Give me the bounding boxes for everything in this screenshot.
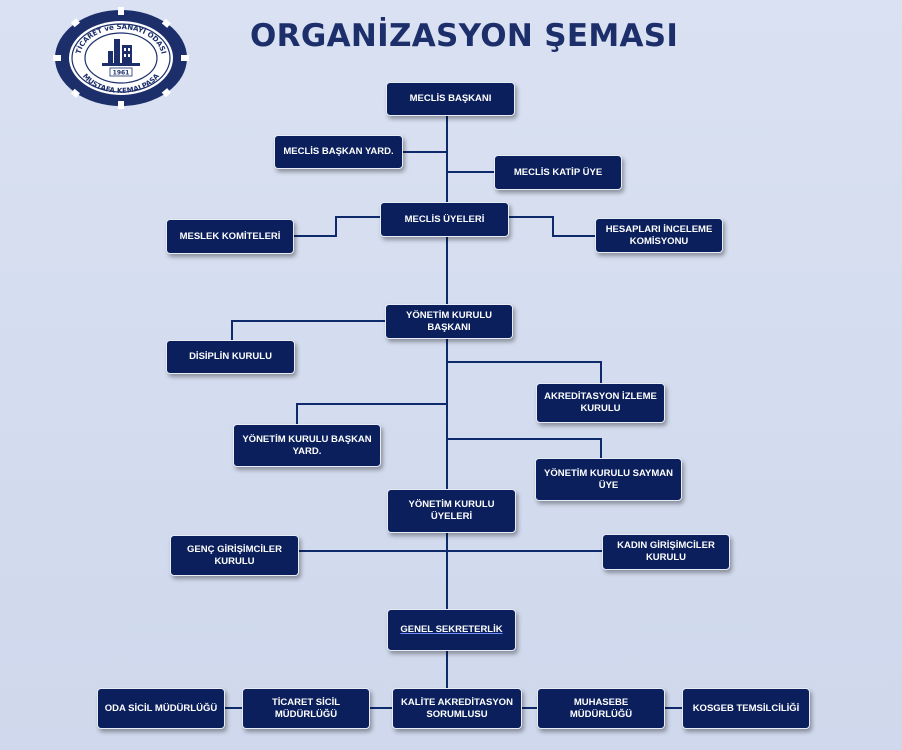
- node-akreditasyon-izleme-kurulu[interactable]: AKREDİTASYON İZLEME KURULU: [536, 383, 665, 423]
- svg-text:1961: 1961: [113, 70, 130, 77]
- node-muhasebe-mudurlugu[interactable]: MUHASEBE MÜDÜRLÜĞÜ: [537, 688, 665, 729]
- node-genel-sekreterlik[interactable]: GENEL SEKRETERLİK: [387, 609, 516, 651]
- node-yonetim-kurulu-baskani[interactable]: YÖNETİM KURULU BAŞKANI: [385, 304, 513, 339]
- node-hesaplari-inceleme-komisyonu[interactable]: HESAPLARI İNCELEME KOMİSYONU: [595, 218, 723, 253]
- node-disiplin-kurulu[interactable]: DİSİPLİN KURULU: [166, 340, 295, 374]
- node-meclis-baskani[interactable]: MECLİS BAŞKANI: [386, 82, 515, 116]
- node-yonetim-kurulu-uyeleri[interactable]: YÖNETİM KURULU ÜYELERİ: [387, 489, 516, 533]
- page-title: ORGANİZASYON ŞEMASI: [250, 18, 679, 54]
- node-meslek-komiteleri[interactable]: MESLEK KOMİTELERİ: [166, 219, 294, 254]
- node-meclis-uyeleri[interactable]: MECLİS ÜYELERİ: [380, 202, 509, 237]
- node-kosgeb-temsilciligi[interactable]: KOSGEB TEMSİLCİLİĞİ: [682, 688, 810, 729]
- node-oda-sicil-mudurlugu[interactable]: ODA SİCİL MÜDÜRLÜĞÜ: [97, 688, 225, 729]
- node-yonetim-kurulu-baskan-yard[interactable]: YÖNETİM KURULU BAŞKAN YARD.: [233, 424, 381, 467]
- chamber-logo: 1961 TİCARET ve SANAYİ ODASI MUSTAFA KEM…: [50, 7, 192, 109]
- node-genc-girisimciler-kurulu[interactable]: GENÇ GİRİŞİMCİLER KURULU: [170, 535, 299, 576]
- node-meclis-katip-uye[interactable]: MECLİS KATİP ÜYE: [494, 155, 622, 190]
- node-kadin-girisimciler-kurulu[interactable]: KADIN GİRİŞİMCİLER KURULU: [602, 534, 730, 570]
- node-meclis-baskan-yard[interactable]: MECLİS BAŞKAN YARD.: [274, 135, 403, 169]
- node-ticaret-sicil-mudurlugu[interactable]: TİCARET SİCİL MÜDÜRLÜĞÜ: [242, 688, 370, 729]
- node-kalite-akreditasyon-sorumlusu[interactable]: KALİTE AKREDİTASYON SORUMLUSU: [392, 688, 522, 729]
- node-yonetim-kurulu-sayman-uye[interactable]: YÖNETİM KURULU SAYMAN ÜYE: [535, 458, 682, 501]
